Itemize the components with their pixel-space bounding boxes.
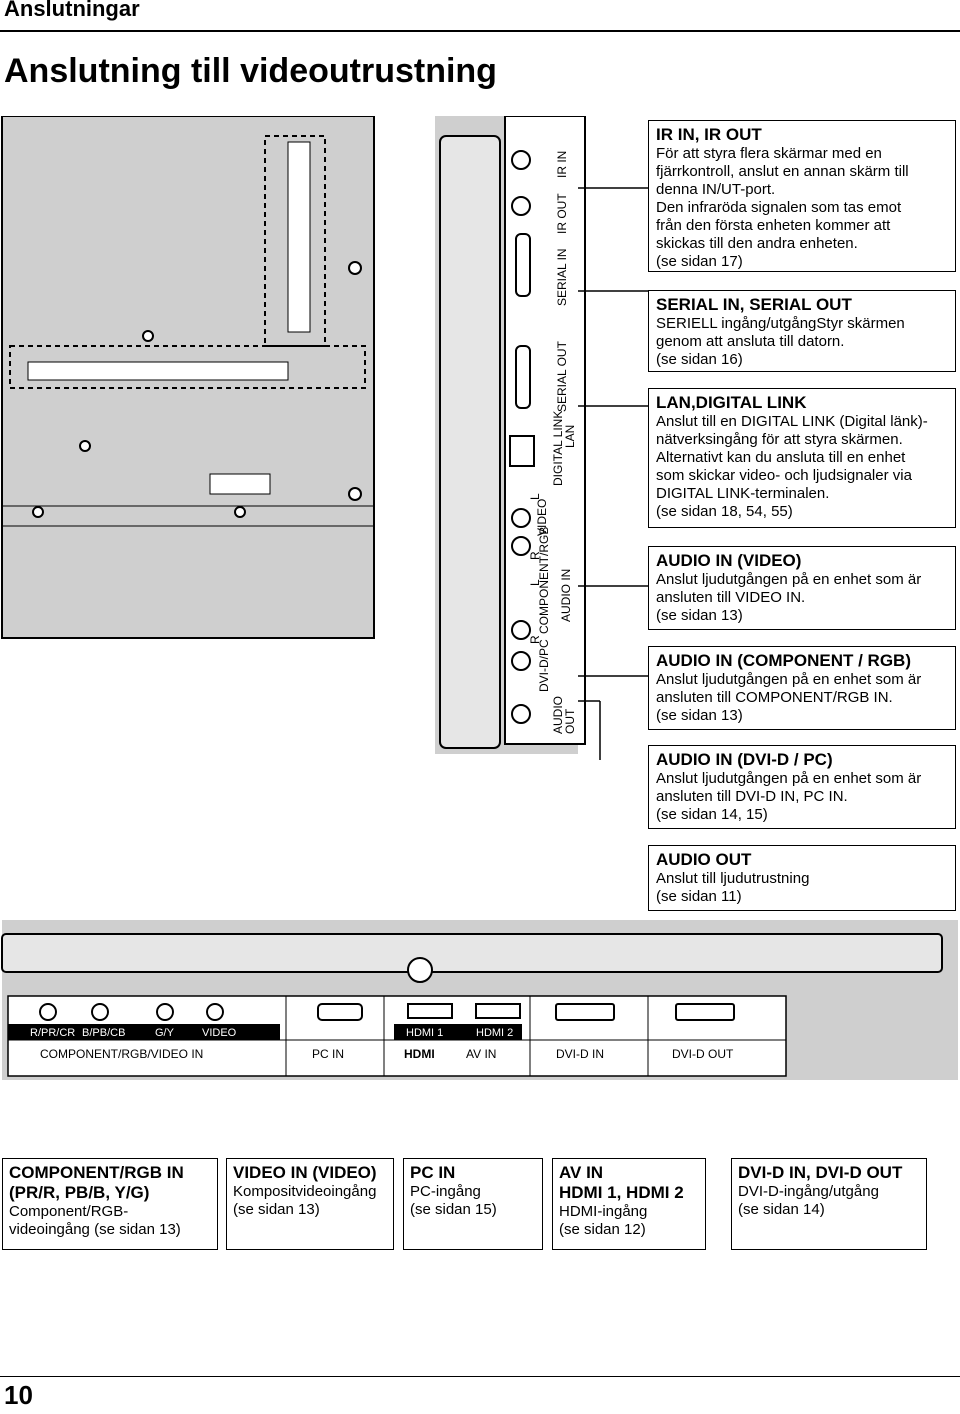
desc-line: som skickar video- och ljudsignaler via bbox=[656, 467, 912, 484]
desc-audio-out: AUDIO OUT Anslut till ljudutrustning (se… bbox=[648, 845, 956, 911]
out-label: OUT bbox=[563, 708, 577, 734]
dvi-d-out-label: DVI-D OUT bbox=[672, 1047, 734, 1061]
desc-title: AUDIO IN (VIDEO) bbox=[656, 551, 802, 570]
desc-line: ansluten till COMPONENT/RGB IN. bbox=[656, 689, 893, 706]
caption-title: COMPONENT/RGB IN bbox=[9, 1163, 184, 1182]
digital-link-label: DIGITAL LINK bbox=[551, 411, 565, 486]
caption-title: HDMI 1, HDMI 2 bbox=[559, 1183, 684, 1202]
desc-ir: IR IN, IR OUT För att styra flera skärma… bbox=[648, 120, 956, 272]
desc-line: Anslut ljudutgången på en enhet som är bbox=[656, 671, 922, 688]
desc-audio-component: AUDIO IN (COMPONENT / RGB) Anslut ljudut… bbox=[648, 646, 956, 730]
desc-line: denna IN/UT-port. bbox=[656, 181, 776, 198]
r-label-bottom: R bbox=[528, 635, 542, 644]
dvi-d-in-label: DVI-D IN bbox=[556, 1047, 604, 1061]
hdmi2-label: HDMI 2 bbox=[476, 1027, 513, 1039]
desc-line: (se sidan 17) bbox=[656, 253, 743, 270]
desc-line: (se sidan 13) bbox=[656, 607, 743, 624]
desc-audio-dvi: AUDIO IN (DVI-D / PC) Anslut ljudutgånge… bbox=[648, 745, 956, 829]
ir-in-label: IR IN bbox=[555, 151, 569, 178]
caption-line: videoingång (se sidan 13) bbox=[9, 1221, 181, 1238]
r-label-top: R bbox=[528, 551, 542, 560]
pb-label: B/PB/CB bbox=[82, 1027, 125, 1039]
caption-line: (se sidan 12) bbox=[559, 1221, 646, 1238]
caption-line: (se sidan 15) bbox=[410, 1201, 497, 1218]
ir-out-label: IR OUT bbox=[555, 193, 569, 234]
desc-line: genom att ansluta till datorn. bbox=[656, 333, 845, 350]
caption-title: (PR/R, PB/B, Y/G) bbox=[9, 1183, 150, 1202]
caption-pc: PC IN PC-ingång (se sidan 15) bbox=[403, 1158, 543, 1250]
lan-label: LAN bbox=[563, 425, 577, 448]
footer-divider bbox=[0, 1376, 960, 1377]
caption-line: Component/RGB- bbox=[9, 1203, 129, 1220]
serial-in-label: SERIAL IN bbox=[555, 248, 569, 306]
pr-label: R/PR/CR bbox=[30, 1027, 75, 1039]
serial-out-label: SERIAL OUT bbox=[555, 340, 569, 412]
desc-line: Anslut ljudutgången på en enhet som är bbox=[656, 571, 922, 588]
desc-lan: LAN,DIGITAL LINK Anslut till en DIGITAL … bbox=[648, 388, 956, 528]
page-title: Anslutning till videoutrustning bbox=[4, 52, 497, 90]
caption-video: VIDEO IN (VIDEO) Kompositvideoingång (se… bbox=[226, 1158, 394, 1250]
desc-line: (se sidan 13) bbox=[656, 707, 743, 724]
av-in-label: AV IN bbox=[466, 1047, 496, 1061]
caption-component: COMPONENT/RGB IN (PR/R, PB/B, Y/G) Compo… bbox=[2, 1158, 218, 1250]
hdmi-logo: HDMI bbox=[404, 1047, 435, 1061]
desc-line: För att styra flera skärmar med en bbox=[656, 145, 882, 162]
caption-line: (se sidan 14) bbox=[738, 1201, 825, 1218]
section-title: Anslutningar bbox=[4, 0, 140, 21]
dvi-d-pc-label: DVI-D/PC bbox=[537, 639, 551, 692]
desc-title: AUDIO OUT bbox=[656, 850, 752, 869]
desc-line: SERIELL ingång/utgångStyr skärmen bbox=[656, 315, 905, 332]
gy-label: G/Y bbox=[155, 1027, 175, 1039]
caption-line: (se sidan 13) bbox=[233, 1201, 320, 1218]
desc-line: (se sidan 11) bbox=[656, 888, 742, 905]
caption-line: PC-ingång bbox=[410, 1183, 481, 1200]
desc-title: AUDIO IN (COMPONENT / RGB) bbox=[656, 651, 911, 670]
desc-line: ansluten till VIDEO IN. bbox=[656, 589, 806, 606]
page-number: 10 bbox=[4, 1380, 33, 1410]
desc-audio-video: AUDIO IN (VIDEO) Anslut ljudutgången på … bbox=[648, 546, 956, 630]
header-divider bbox=[0, 30, 960, 32]
desc-title: SERIAL IN, SERIAL OUT bbox=[656, 295, 852, 314]
caption-title: VIDEO IN (VIDEO) bbox=[233, 1163, 377, 1182]
caption-line: Kompositvideoingång bbox=[233, 1183, 377, 1200]
l-label-bottom: L bbox=[528, 579, 542, 586]
desc-title: IR IN, IR OUT bbox=[656, 125, 762, 144]
desc-line: Anslut till ljudutrustning bbox=[656, 870, 810, 887]
caption-line: DVI-D-ingång/utgång bbox=[738, 1183, 879, 1200]
caption-line: HDMI-ingång bbox=[559, 1203, 648, 1220]
desc-line: Den infraröda signalen som tas emot bbox=[656, 199, 902, 216]
bottom-panel-illustration: R/PR/CR B/PB/CB G/Y VIDEO HDMI 1 HDMI 2 … bbox=[1, 920, 958, 1080]
video-label-bottom: VIDEO bbox=[202, 1027, 237, 1039]
hdmi1-label: HDMI 1 bbox=[406, 1027, 443, 1039]
caption-title: DVI-D IN, DVI-D OUT bbox=[738, 1163, 903, 1182]
desc-line: från den första enheten kommer att bbox=[656, 217, 891, 234]
desc-line: (se sidan 18, 54, 55) bbox=[656, 503, 793, 520]
desc-line: (se sidan 16) bbox=[656, 351, 743, 368]
desc-serial: SERIAL IN, SERIAL OUT SERIELL ingång/utg… bbox=[648, 290, 956, 372]
audio-in-label: AUDIO IN bbox=[559, 569, 573, 622]
desc-line: ansluten till DVI-D IN, PC IN. bbox=[656, 788, 848, 805]
video-label: VIDEO bbox=[535, 499, 549, 536]
desc-title: LAN,DIGITAL LINK bbox=[656, 393, 807, 412]
caption-dvi: DVI-D IN, DVI-D OUT DVI-D-ingång/utgång … bbox=[731, 1158, 927, 1250]
desc-line: fjärrkontroll, anslut en annan skärm til… bbox=[656, 163, 909, 180]
desc-line: DIGITAL LINK-terminalen. bbox=[656, 485, 830, 502]
pc-in-label: PC IN bbox=[312, 1047, 344, 1061]
caption-title: AV IN bbox=[559, 1163, 604, 1182]
caption-title: PC IN bbox=[410, 1163, 456, 1182]
desc-title: AUDIO IN (DVI-D / PC) bbox=[656, 750, 833, 769]
desc-line: (se sidan 14, 15) bbox=[656, 806, 768, 823]
desc-line: Anslut ljudutgången på en enhet som är bbox=[656, 770, 922, 787]
component-rgb-label: COMPONENT/RGB bbox=[537, 527, 551, 634]
l-label-top: L bbox=[528, 493, 542, 500]
caption-hdmi: AV IN HDMI 1, HDMI 2 HDMI-ingång (se sid… bbox=[552, 1158, 706, 1250]
component-rgb-video-in-label: COMPONENT/RGB/VIDEO IN bbox=[40, 1047, 203, 1061]
desc-line: Alternativt kan du ansluta till en enhet bbox=[656, 449, 906, 466]
desc-line: nätverksingång för att styra skärmen. bbox=[656, 431, 903, 448]
desc-line: Anslut till en DIGITAL LINK (Digital län… bbox=[656, 413, 928, 430]
desc-line: skickas till den andra enheten. bbox=[656, 235, 858, 252]
side-panel-illustration: IR IN IR OUT SERIAL IN SERIAL OUT DIGITA… bbox=[1, 116, 648, 760]
audio-label: AUDIO bbox=[551, 696, 565, 734]
